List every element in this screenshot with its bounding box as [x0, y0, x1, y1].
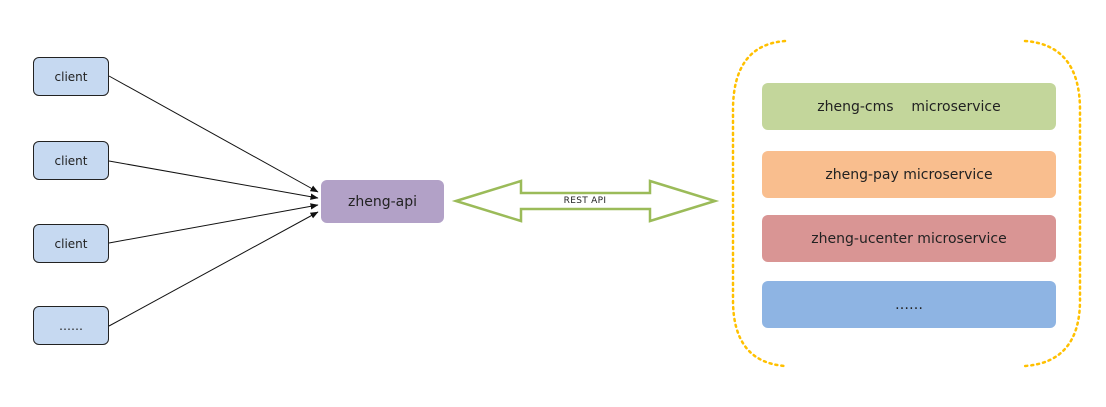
client-2-to-api-arrow [108, 160, 319, 200]
client-box: client [33, 141, 109, 180]
client-4-to-api-arrow [108, 211, 319, 327]
rest-api-label: REST API [563, 196, 607, 206]
microservice-label: zheng-pay microservice [825, 166, 993, 183]
microservice-box: zheng-pay microservice [762, 151, 1056, 198]
microservice-box: zheng-cms microservice [762, 83, 1056, 130]
microservice-label: zheng-ucenter microservice [811, 230, 1007, 247]
api-gateway-label: zheng-api [347, 193, 417, 210]
microservice-group-bracket-right [1023, 39, 1082, 368]
microservice-box-ellipsis: …… [762, 281, 1056, 328]
client-box: client [33, 224, 109, 263]
client-box: client [33, 57, 109, 96]
microservice-group-bracket-left [731, 39, 787, 368]
client-label: client [54, 236, 88, 251]
microservice-box: zheng-ucenter microservice [762, 215, 1056, 262]
client-label: client [54, 69, 88, 84]
client-label: client [54, 153, 88, 168]
microservice-label: zheng-cms microservice [817, 98, 1001, 115]
client-3-to-api-arrow [108, 203, 319, 244]
client-box-ellipsis: …… [33, 306, 109, 345]
rest-api-double-arrow [451, 179, 720, 223]
client-label: …… [59, 318, 83, 333]
microservice-label: …… [895, 296, 923, 313]
client-1-to-api-arrow [108, 75, 319, 193]
api-gateway-box: zheng-api [321, 180, 444, 223]
